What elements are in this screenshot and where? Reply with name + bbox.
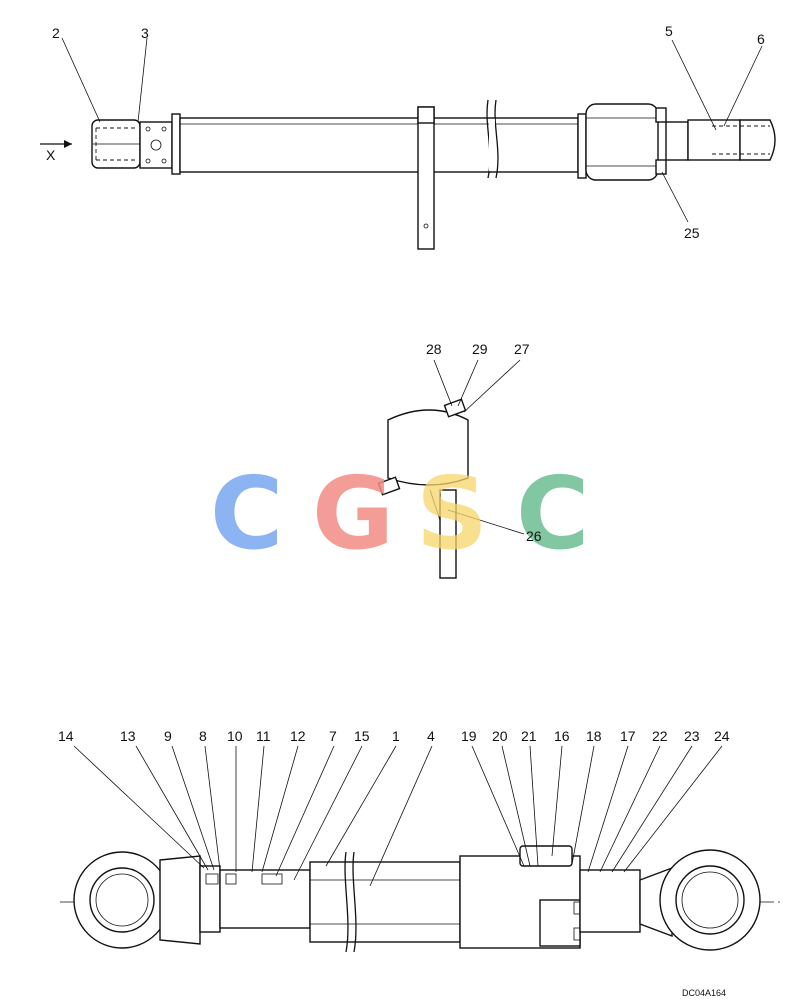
callout-14: 14 xyxy=(58,728,74,744)
callout-28: 28 xyxy=(426,341,442,357)
callout-5: 5 xyxy=(665,23,673,39)
callout-3: 3 xyxy=(141,25,149,41)
callout-1: 1 xyxy=(392,728,400,744)
sectional-view xyxy=(60,745,780,953)
callout-22: 22 xyxy=(652,728,668,744)
callout-10: 10 xyxy=(227,728,243,744)
callout-16: 16 xyxy=(554,728,570,744)
bolt-upper xyxy=(443,398,467,418)
top-view-cylinder xyxy=(40,37,776,250)
bracket-plate xyxy=(439,489,457,579)
middle-view-bracket xyxy=(377,359,525,579)
watermark-letter-2: G xyxy=(312,455,394,572)
watermark-letter-1: C xyxy=(210,455,283,572)
watermark-letter-3: S xyxy=(416,455,488,572)
callout-4: 4 xyxy=(427,728,435,744)
watermark: C G S C xyxy=(210,455,589,572)
callout-26: 26 xyxy=(526,528,542,544)
callout-18: 18 xyxy=(586,728,602,744)
callout-8: 8 xyxy=(199,728,207,744)
middle-view-callouts: 28 29 27 26 xyxy=(426,341,542,544)
sectional-barrel xyxy=(309,861,461,943)
gland xyxy=(219,869,311,929)
head-section xyxy=(387,409,469,486)
cylinder-head xyxy=(585,103,659,181)
watermark-letter-4: C xyxy=(516,455,589,572)
callout-27: 27 xyxy=(514,341,530,357)
callout-2: 2 xyxy=(52,25,60,41)
callout-9: 9 xyxy=(164,728,172,744)
callout-12: 12 xyxy=(290,728,306,744)
callout-13: 13 xyxy=(120,728,136,744)
view-x-label: X xyxy=(46,147,56,163)
callout-7: 7 xyxy=(329,728,337,744)
callout-17: 17 xyxy=(620,728,636,744)
bolt-lower xyxy=(377,476,401,496)
callout-21: 21 xyxy=(521,728,537,744)
top-view-callouts: 2 3 5 6 25 X xyxy=(46,23,765,241)
callout-15: 15 xyxy=(354,728,370,744)
callout-25: 25 xyxy=(684,225,700,241)
callout-19: 19 xyxy=(461,728,477,744)
cylinder-barrel xyxy=(179,117,579,173)
section-view-callouts: 14 13 9 8 10 11 12 7 15 1 4 19 20 21 16 … xyxy=(58,728,730,744)
callout-20: 20 xyxy=(492,728,508,744)
flange-block xyxy=(139,121,173,169)
callout-29: 29 xyxy=(472,341,488,357)
callout-24: 24 xyxy=(714,728,730,744)
callout-23: 23 xyxy=(684,728,700,744)
document-code: DC04A164 xyxy=(682,988,726,998)
callout-11: 11 xyxy=(256,728,271,744)
callout-6: 6 xyxy=(757,31,765,47)
